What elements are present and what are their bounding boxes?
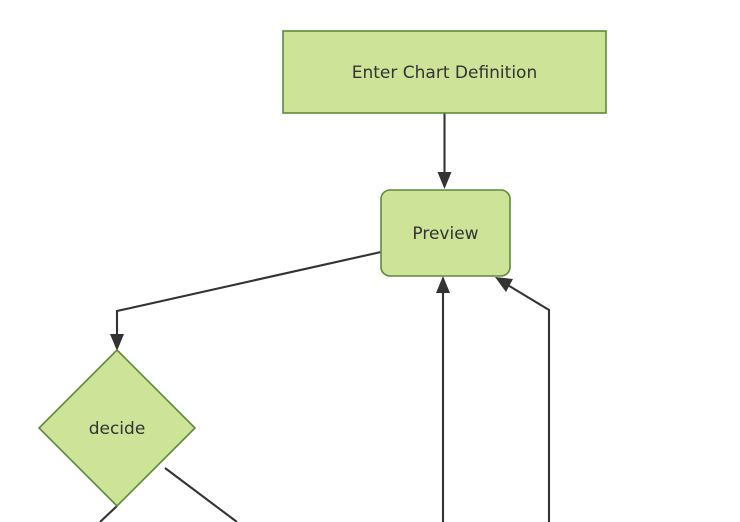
node-enter-chart-definition[interactable]: Enter Chart Definition	[282, 30, 607, 114]
edge-preview-to-decide	[110, 250, 382, 351]
edge-decide-out-right	[164, 467, 238, 522]
node-rectangle[interactable]	[282, 30, 607, 114]
edge-line	[115, 250, 382, 338]
node-decide[interactable]: decide	[37, 348, 197, 508]
node-rounded-rectangle[interactable]	[380, 189, 511, 277]
node-preview[interactable]: Preview	[380, 189, 511, 277]
edge-line	[505, 283, 551, 522]
edge-decide-out-left	[99, 505, 118, 522]
edge-line	[164, 467, 238, 522]
arrow-head-icon	[495, 277, 513, 292]
arrow-head-icon	[437, 172, 452, 189]
arrow-head-icon	[436, 276, 450, 293]
node-diamond[interactable]	[37, 348, 197, 508]
edge-line	[99, 505, 118, 522]
edge-return-right-to-preview	[495, 277, 551, 522]
edge-enter-to-preview	[437, 113, 452, 189]
arrow-head-icon	[110, 334, 124, 351]
edge-return-center-to-preview	[436, 276, 450, 522]
